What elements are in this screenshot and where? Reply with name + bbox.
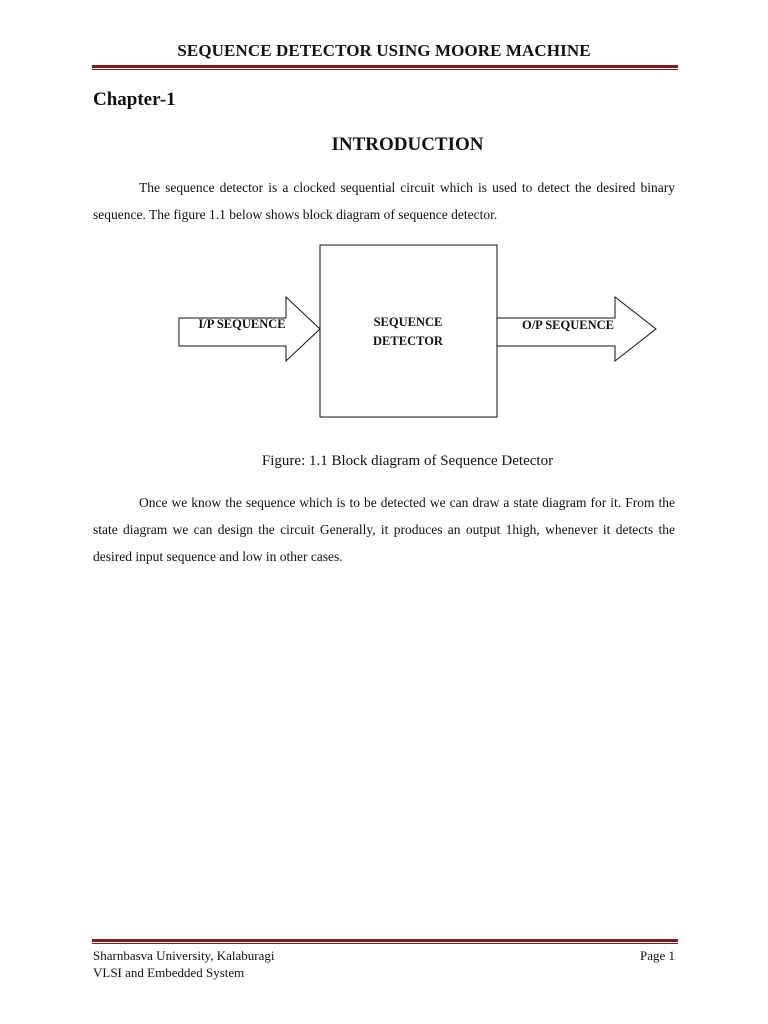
header-rule	[92, 65, 678, 70]
intro-paragraph: The sequence detector is a clocked seque…	[93, 180, 675, 222]
input-arrow-label: I/P SEQUENCE	[198, 317, 285, 331]
running-header: SEQUENCE DETECTOR USING MOORE MACHINE	[177, 41, 591, 60]
output-arrow-label: O/P SEQUENCE	[522, 318, 614, 332]
input-arrow	[178, 295, 321, 363]
section-title: INTRODUCTION	[331, 134, 484, 155]
chapter-label: Chapter-1	[93, 89, 176, 110]
output-arrow	[496, 295, 657, 363]
block-label-line-2: DETECTOR	[373, 334, 444, 348]
sequence-detector-block	[319, 244, 498, 418]
figure-caption: Figure: 1.1 Block diagram of Sequence De…	[261, 453, 554, 469]
footer-left: Sharnbasva University, Kalaburagi VLSI a…	[93, 947, 274, 981]
footer-institution: Sharnbasva University, Kalaburagi	[93, 948, 275, 963]
page-number: Page 1	[639, 948, 675, 963]
block-label-line-1: SEQUENCE	[374, 315, 443, 329]
footer-rule	[92, 939, 678, 944]
footer-department: VLSI and Embedded System	[93, 965, 245, 980]
body-paragraph: Once we know the sequence which is to be…	[93, 495, 675, 564]
